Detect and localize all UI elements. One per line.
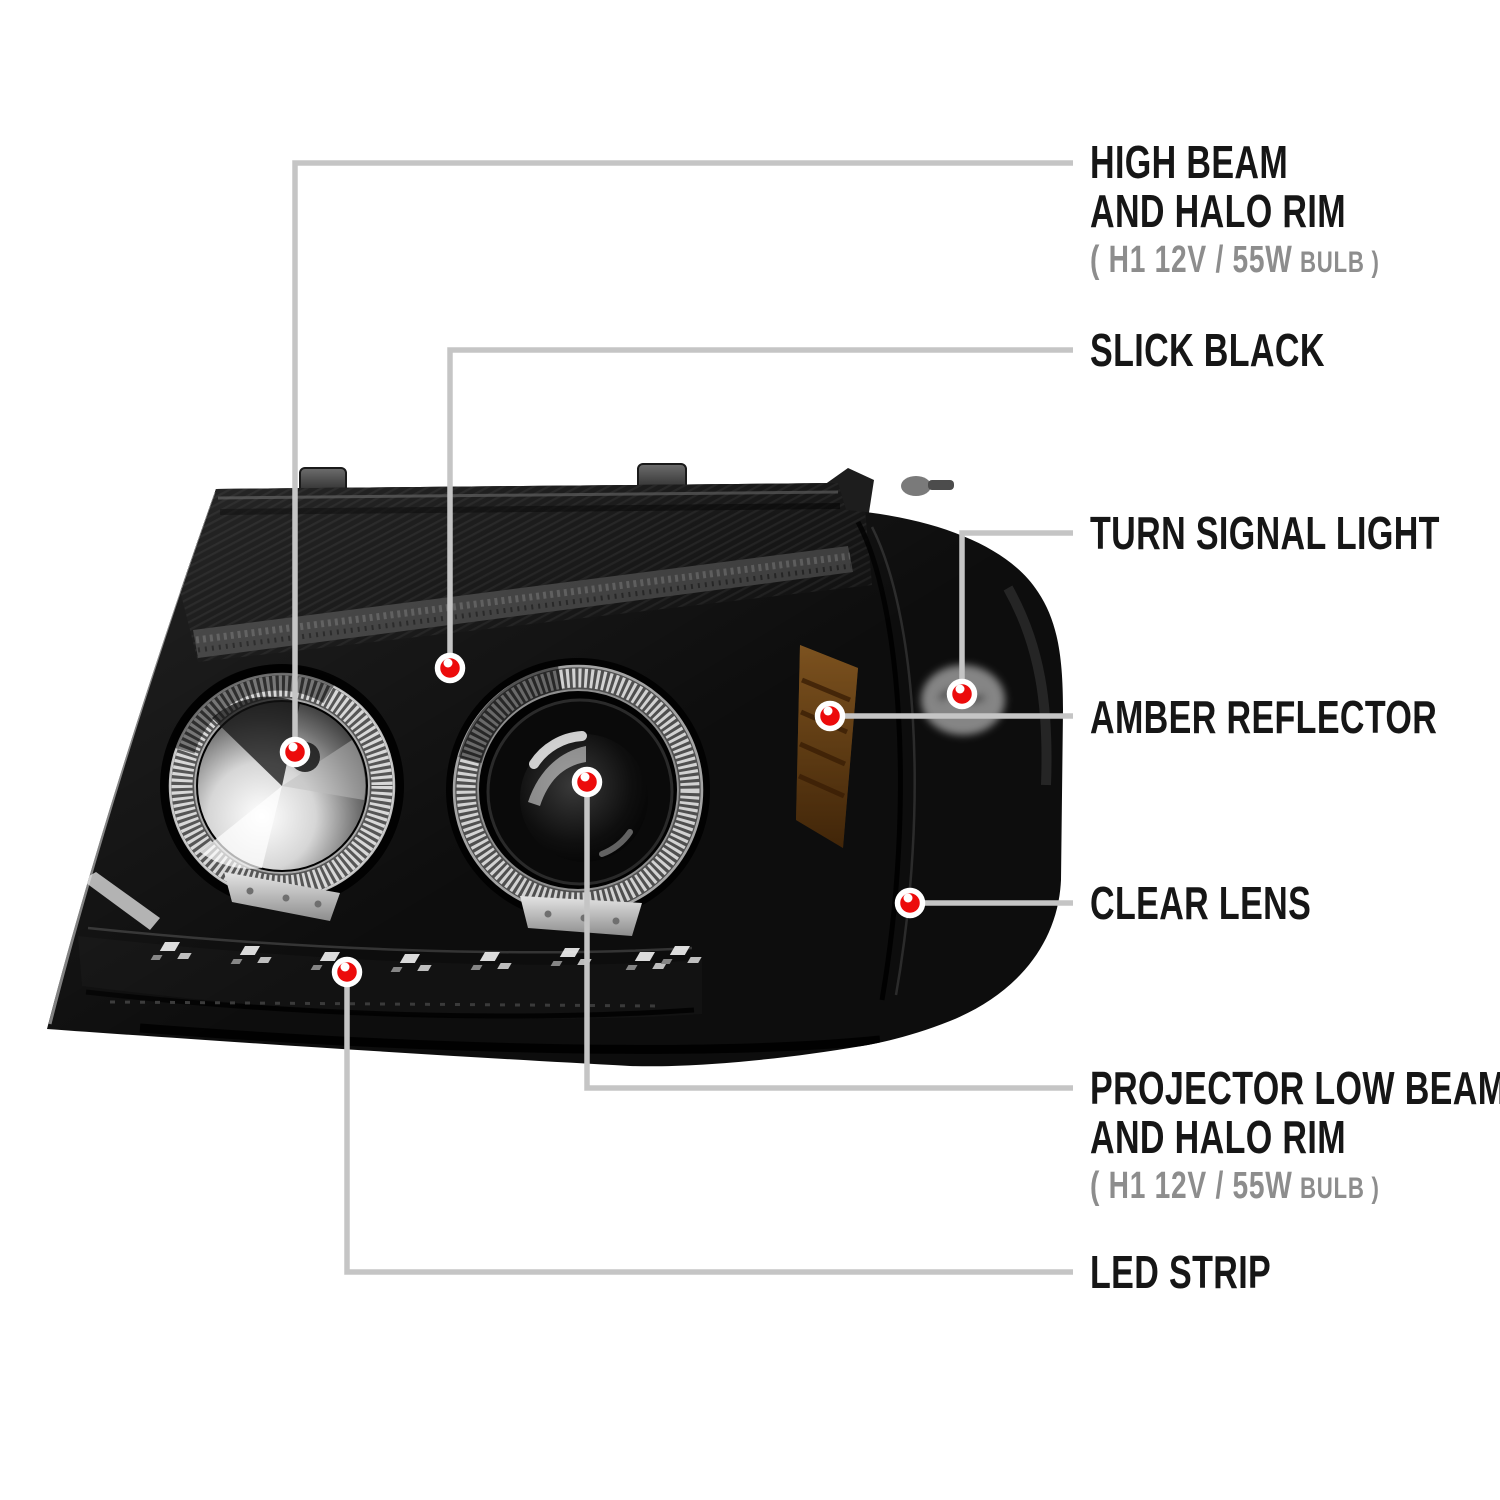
high-beam-halo-unit <box>160 664 404 921</box>
leader-projector <box>584 782 1073 1091</box>
leader-turn-signal <box>959 530 1073 694</box>
leader-slick-black <box>447 347 1073 668</box>
callout-text: AND HALO RIM <box>1090 1111 1346 1163</box>
callout-label-projector-low-beam: PROJECTOR LOW BEAM AND HALO RIM ( H1 12V… <box>1090 1064 1500 1213</box>
leader-led-strip <box>344 972 1073 1275</box>
callout-text: AND HALO RIM <box>1090 185 1346 237</box>
marker-dot <box>946 678 978 710</box>
marker-dot <box>331 956 363 988</box>
marker-dot <box>894 887 926 919</box>
marker-dot <box>814 700 846 732</box>
callout-text: LED STRIP <box>1090 1246 1272 1298</box>
marker-dot <box>434 652 466 684</box>
callout-text: PROJECTOR LOW BEAM <box>1090 1062 1500 1114</box>
callout-text: SLICK BLACK <box>1090 324 1325 376</box>
halo-bracket-left <box>224 872 340 921</box>
marker-dot <box>571 766 603 798</box>
callout-label-turn-signal: TURN SIGNAL LIGHT <box>1090 509 1500 558</box>
callout-text: AMBER REFLECTOR <box>1090 691 1438 743</box>
callout-label-slick-black: SLICK BLACK <box>1090 326 1407 375</box>
callout-label-amber-reflector: AMBER REFLECTOR <box>1090 693 1500 742</box>
callout-text: TURN SIGNAL LIGHT <box>1090 507 1440 559</box>
leader-high-beam <box>292 160 1073 752</box>
leader-lines <box>292 160 1073 1275</box>
callout-label-clear-lens: CLEAR LENS <box>1090 879 1389 928</box>
marker-dots <box>279 652 978 988</box>
halo-bracket-right <box>520 896 642 936</box>
callout-text: CLEAR LENS <box>1090 877 1312 929</box>
callout-text: HIGH BEAM <box>1090 136 1289 188</box>
callout-label-led-strip: LED STRIP <box>1090 1248 1335 1297</box>
marker-dot <box>279 736 311 768</box>
